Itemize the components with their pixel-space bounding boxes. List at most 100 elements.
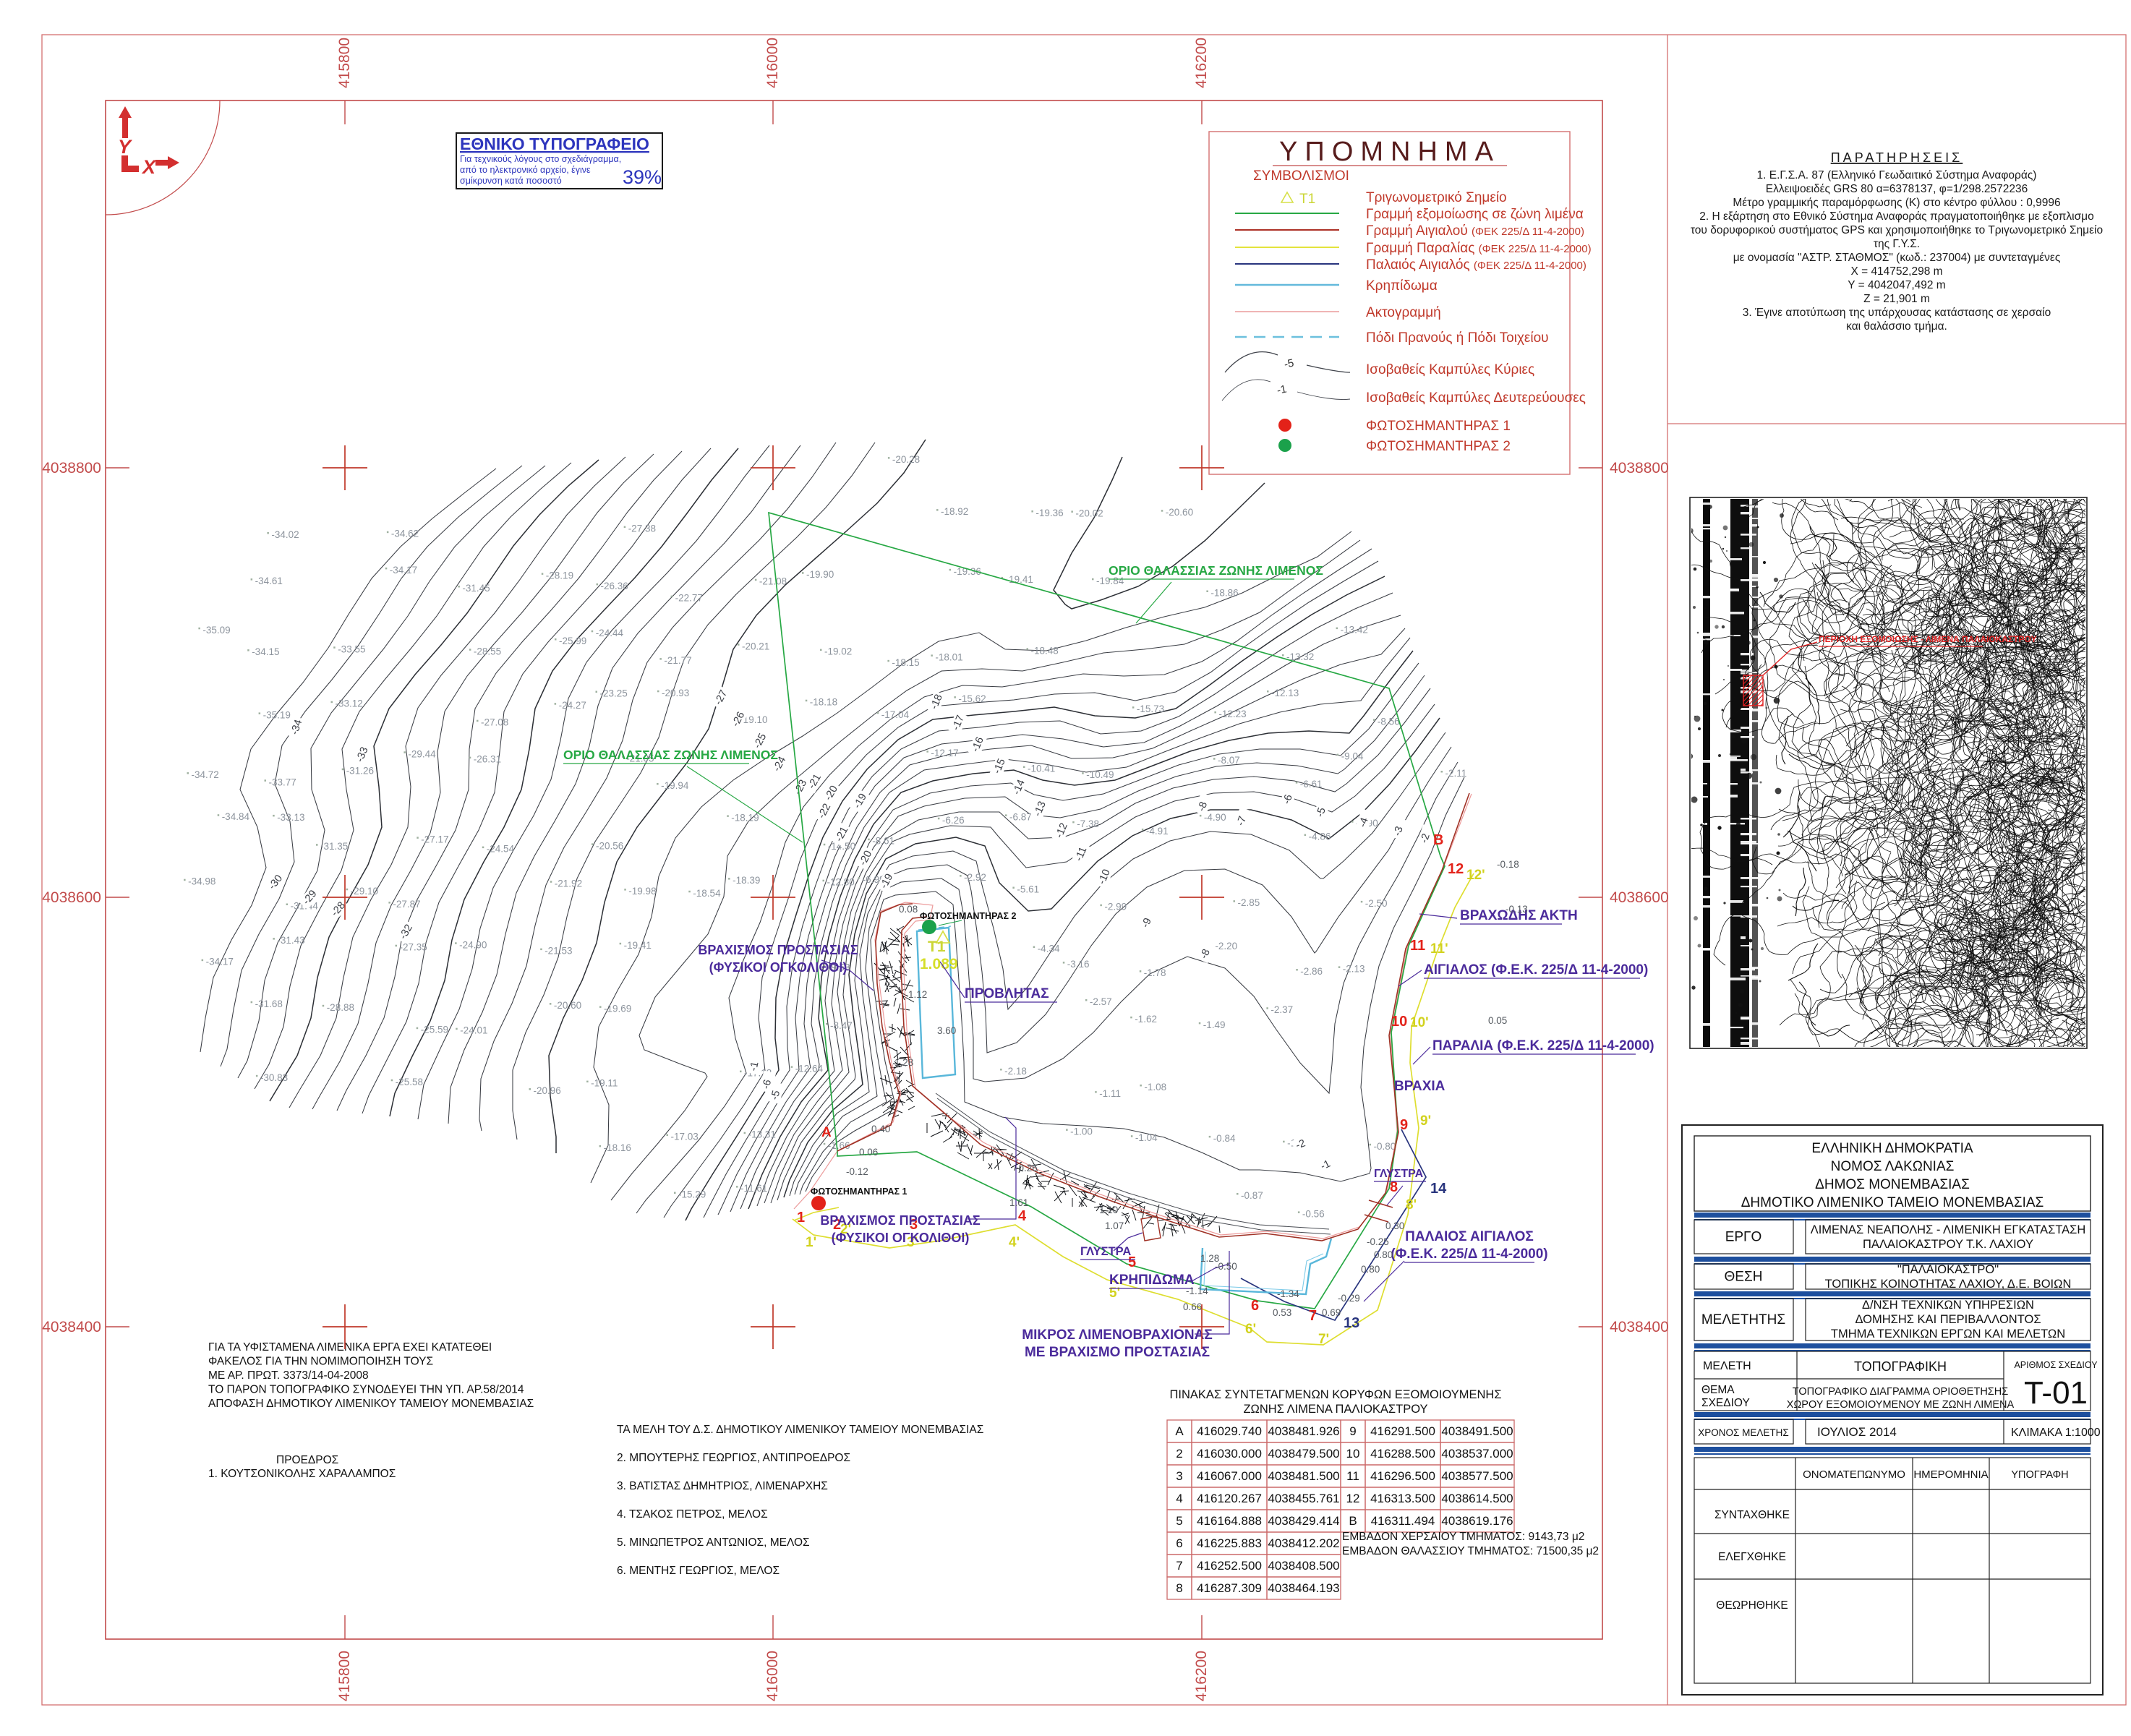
svg-text:416030.000: 416030.000	[1197, 1447, 1262, 1461]
svg-text:ΕΜΒΑΔΟΝ ΘΑΛΑΣΣΙΟΥ ΤΜΗΜΑΤΟΣ: 71: ΕΜΒΑΔΟΝ ΘΑΛΑΣΣΙΟΥ ΤΜΗΜΑΤΟΣ: 71500,35 μ2	[1342, 1545, 1599, 1557]
svg-text:416287.309: 416287.309	[1197, 1581, 1262, 1595]
svg-text:ΝΟΜΟΣ ΛΑΚΩΝΙΑΣ: ΝΟΜΟΣ ΛΑΚΩΝΙΑΣ	[1831, 1159, 1955, 1174]
svg-text:ΓΛΥΣΤΡΑ: ΓΛΥΣΤΡΑ	[1080, 1245, 1131, 1258]
svg-text:416288.500: 416288.500	[1370, 1447, 1435, 1461]
svg-text:-1.14: -1.14	[1186, 1286, 1208, 1296]
svg-text:0.80: 0.80	[1361, 1264, 1380, 1275]
svg-text:ΔΗΜΟΤΙΚΟ ΛΙΜΕΝΙΚΟ ΤΑΜΕΙΟ ΜΟΝΕΜ: ΔΗΜΟΤΙΚΟ ΛΙΜΕΝΙΚΟ ΤΑΜΕΙΟ ΜΟΝΕΜΒΑΣΙΑΣ	[1741, 1195, 2044, 1210]
svg-text:1.28: 1.28	[1200, 1253, 1219, 1264]
svg-text:-31.45: -31.45	[462, 583, 490, 594]
svg-text:-1.66: -1.66	[828, 1140, 850, 1151]
svg-text:-27.08: -27.08	[481, 717, 508, 728]
svg-text:-0.13: -0.13	[1506, 904, 1528, 915]
svg-text:1': 1'	[806, 1235, 816, 1250]
svg-text:ΒΡΑΧΙΑ: ΒΡΑΧΙΑ	[1394, 1079, 1445, 1094]
svg-text:0.08: 0.08	[899, 904, 918, 915]
svg-text:-18: -18	[928, 693, 945, 711]
svg-text:3.60: 3.60	[937, 1025, 956, 1036]
svg-text:-1.34: -1.34	[1277, 1288, 1299, 1299]
svg-text:-3.16: -3.16	[1067, 959, 1090, 970]
svg-text:-20.60: -20.60	[1166, 507, 1193, 518]
svg-text:-19.11: -19.11	[591, 1078, 618, 1089]
svg-text:-4.90: -4.90	[1204, 812, 1226, 823]
svg-text:ΘΕΣΗ: ΘΕΣΗ	[1725, 1270, 1763, 1285]
svg-text:-1: -1	[1319, 1158, 1332, 1173]
svg-text:-11: -11	[1073, 845, 1089, 863]
svg-text:-27.35: -27.35	[400, 942, 427, 953]
svg-text:416000: 416000	[764, 1651, 781, 1701]
svg-text:-5.61: -5.61	[1017, 884, 1039, 895]
svg-text:-19.36: -19.36	[1035, 508, 1063, 518]
svg-text:ΚΛΙΜΑΚΑ 1:1000: ΚΛΙΜΑΚΑ 1:1000	[2011, 1427, 2101, 1439]
svg-text:2: 2	[1176, 1447, 1182, 1461]
svg-text:5: 5	[1128, 1254, 1136, 1270]
svg-text:-12.80: -12.80	[827, 877, 855, 888]
svg-text:-20.93: -20.93	[662, 688, 689, 698]
svg-text:ΕΜΒΑΔΟΝ ΧΕΡΣΑΙΟΥ ΤΜΗΜΑΤΟΣ: 914: ΕΜΒΑΔΟΝ ΧΕΡΣΑΙΟΥ ΤΜΗΜΑΤΟΣ: 9143,73 μ2	[1342, 1531, 1584, 1543]
svg-text:ΒΡΑΧΙΣΜΟΣ ΠΡΟΣΤΑΣΙΑΣ: ΒΡΑΧΙΣΜΟΣ ΠΡΟΣΤΑΣΙΑΣ	[698, 943, 858, 957]
svg-text:416313.500: 416313.500	[1370, 1492, 1435, 1505]
svg-text:10: 10	[1346, 1447, 1360, 1461]
svg-text:-27.38: -27.38	[628, 523, 656, 534]
svg-text:(Φ.Ε.Κ. 225/Δ 11-4-2000): (Φ.Ε.Κ. 225/Δ 11-4-2000)	[1391, 1247, 1547, 1262]
svg-text:ΟΡΙΟ ΘΑΛΑΣΣΙΑΣ ΖΩΝΗΣ ΛΙΜΕΝΟΣ: ΟΡΙΟ ΘΑΛΑΣΣΙΑΣ ΖΩΝΗΣ ΛΙΜΕΝΟΣ	[563, 748, 778, 762]
svg-text:4. ΤΣΑΚΟΣ ΠΕΤΡΟΣ, ΜΕΛΟΣ: 4. ΤΣΑΚΟΣ ΠΕΤΡΟΣ, ΜΕΛΟΣ	[617, 1508, 768, 1521]
svg-text:T-01: T-01	[2024, 1375, 2088, 1411]
svg-text:-0.12: -0.12	[846, 1166, 868, 1177]
svg-text:9: 9	[1349, 1424, 1356, 1438]
svg-text:-2.57: -2.57	[1090, 996, 1112, 1007]
svg-text:ΠΕΡΙΟΧΗ ΕΞΟΜΟΙΩΣΗΣ - ΛΙΜΕΝΑ ΠΑ: ΠΕΡΙΟΧΗ ΕΞΟΜΟΙΩΣΗΣ - ΛΙΜΕΝΑ ΠΑΛΑΙΟΚΑΣΤΡΟ…	[1819, 634, 2037, 644]
svg-text:-13.32: -13.32	[1286, 651, 1314, 662]
svg-text:-20.60: -20.60	[554, 1000, 581, 1011]
svg-text:13: 13	[1344, 1315, 1359, 1331]
svg-text:-18.16: -18.16	[604, 1142, 631, 1153]
svg-text:ΜΕΛΕΤΗ: ΜΕΛΕΤΗ	[1703, 1360, 1751, 1372]
svg-text:ΒΡΑΧΩΔΗΣ ΑΚΤΗ: ΒΡΑΧΩΔΗΣ ΑΚΤΗ	[1460, 908, 1578, 923]
svg-text:-12.13: -12.13	[1271, 688, 1299, 698]
svg-text:(ΦΥΣΙΚΟΙ ΟΓΚΟΛΙΘΟΙ): (ΦΥΣΙΚΟΙ ΟΓΚΟΛΙΘΟΙ)	[832, 1231, 970, 1245]
svg-text:-18.86: -18.86	[1210, 588, 1238, 599]
svg-text:με ονομασία "ΑΣΤΡ. ΣΤΑΘΜΟΣ" (κ: με ονομασία "ΑΣΤΡ. ΣΤΑΘΜΟΣ" (κωδ.: 23700…	[1733, 252, 2061, 264]
svg-text:ΕΛΛΗΝΙΚΗ ΔΗΜΟΚΡΑΤΙΑ: ΕΛΛΗΝΙΚΗ ΔΗΜΟΚΡΑΤΙΑ	[1811, 1141, 1973, 1156]
svg-text:-31.43: -31.43	[277, 935, 304, 946]
svg-text:-22.77: -22.77	[675, 593, 703, 604]
svg-text:ΠΑΡΑΤΗΡΗΣΕΙΣ: ΠΑΡΑΤΗΡΗΣΕΙΣ	[1831, 150, 1963, 165]
svg-text:-34: -34	[289, 718, 305, 736]
svg-text:ΠΡΟΕΔΡΟΣ: ΠΡΟΕΔΡΟΣ	[276, 1454, 338, 1466]
svg-text:7: 7	[1309, 1308, 1317, 1324]
svg-text:-15.29: -15.29	[678, 1189, 706, 1200]
svg-text:-19.10: -19.10	[740, 714, 767, 725]
svg-text:-13: -13	[1032, 800, 1049, 818]
svg-text:416120.267: 416120.267	[1197, 1492, 1262, 1505]
svg-text:-1.11: -1.11	[1099, 1088, 1121, 1099]
svg-text:-0.18: -0.18	[1497, 859, 1519, 870]
svg-text:4038614.500: 4038614.500	[1441, 1492, 1513, 1505]
svg-text:-8.47: -8.47	[830, 1020, 853, 1031]
svg-text:-2.86: -2.86	[1300, 966, 1323, 977]
svg-text:-11.61: -11.61	[740, 1183, 767, 1194]
svg-text:ΣΧΕΔΙΟΥ: ΣΧΕΔΙΟΥ	[1701, 1397, 1750, 1409]
svg-text:Μέτρο γραμμικής παραμόρφωσης (: Μέτρο γραμμικής παραμόρφωσης (Κ) στο κέν…	[1733, 197, 2060, 209]
svg-text:-14: -14	[1011, 778, 1028, 797]
svg-text:-31.68: -31.68	[255, 999, 283, 1009]
svg-text:ΠΑΛΑΙΟΣ ΑΙΓΙΑΛΟΣ: ΠΑΛΑΙΟΣ ΑΙΓΙΑΛΟΣ	[1405, 1229, 1534, 1244]
svg-text:4038464.193: 4038464.193	[1268, 1581, 1339, 1595]
svg-text:-30.83: -30.83	[260, 1072, 288, 1083]
svg-text:4038577.500: 4038577.500	[1441, 1469, 1513, 1483]
svg-text:4038537.000: 4038537.000	[1441, 1447, 1513, 1461]
svg-text:Γραμμή εξομοίωσης σε ζώνη λιμέ: Γραμμή εξομοίωσης σε ζώνη λιμένα	[1366, 207, 1584, 222]
svg-text:7: 7	[1176, 1559, 1182, 1573]
svg-text:-18.15: -18.15	[892, 657, 919, 668]
svg-text:-20.28: -20.28	[892, 454, 920, 465]
svg-text:-18.48: -18.48	[1031, 645, 1059, 656]
svg-text:Πόδι Πρανούς ή Πόδι Τοιχείου: Πόδι Πρανούς ή Πόδι Τοιχείου	[1366, 330, 1549, 346]
svg-text:-34.61: -34.61	[255, 576, 283, 586]
svg-text:ΛΙΜΕΝΑΣ ΝΕΑΠΟΛΗΣ - ΛΙΜΕΝΙΚΗ ΕΓ: ΛΙΜΕΝΑΣ ΝΕΑΠΟΛΗΣ - ΛΙΜΕΝΙΚΗ ΕΓΚΑΤΑΣΤΑΣΗ	[1811, 1223, 2086, 1236]
svg-text:3. Έγινε αποτύπωση της υπάρχου: 3. Έγινε αποτύπωση της υπάρχουσας κατάστ…	[1743, 307, 2051, 319]
svg-text:3: 3	[910, 1217, 918, 1233]
svg-text:-19.02: -19.02	[824, 646, 852, 657]
svg-text:-21.05: -21.05	[626, 753, 654, 764]
svg-text:-21.53: -21.53	[545, 946, 572, 957]
svg-text:8': 8'	[1406, 1197, 1417, 1213]
svg-text:-24.01: -24.01	[460, 1025, 487, 1036]
